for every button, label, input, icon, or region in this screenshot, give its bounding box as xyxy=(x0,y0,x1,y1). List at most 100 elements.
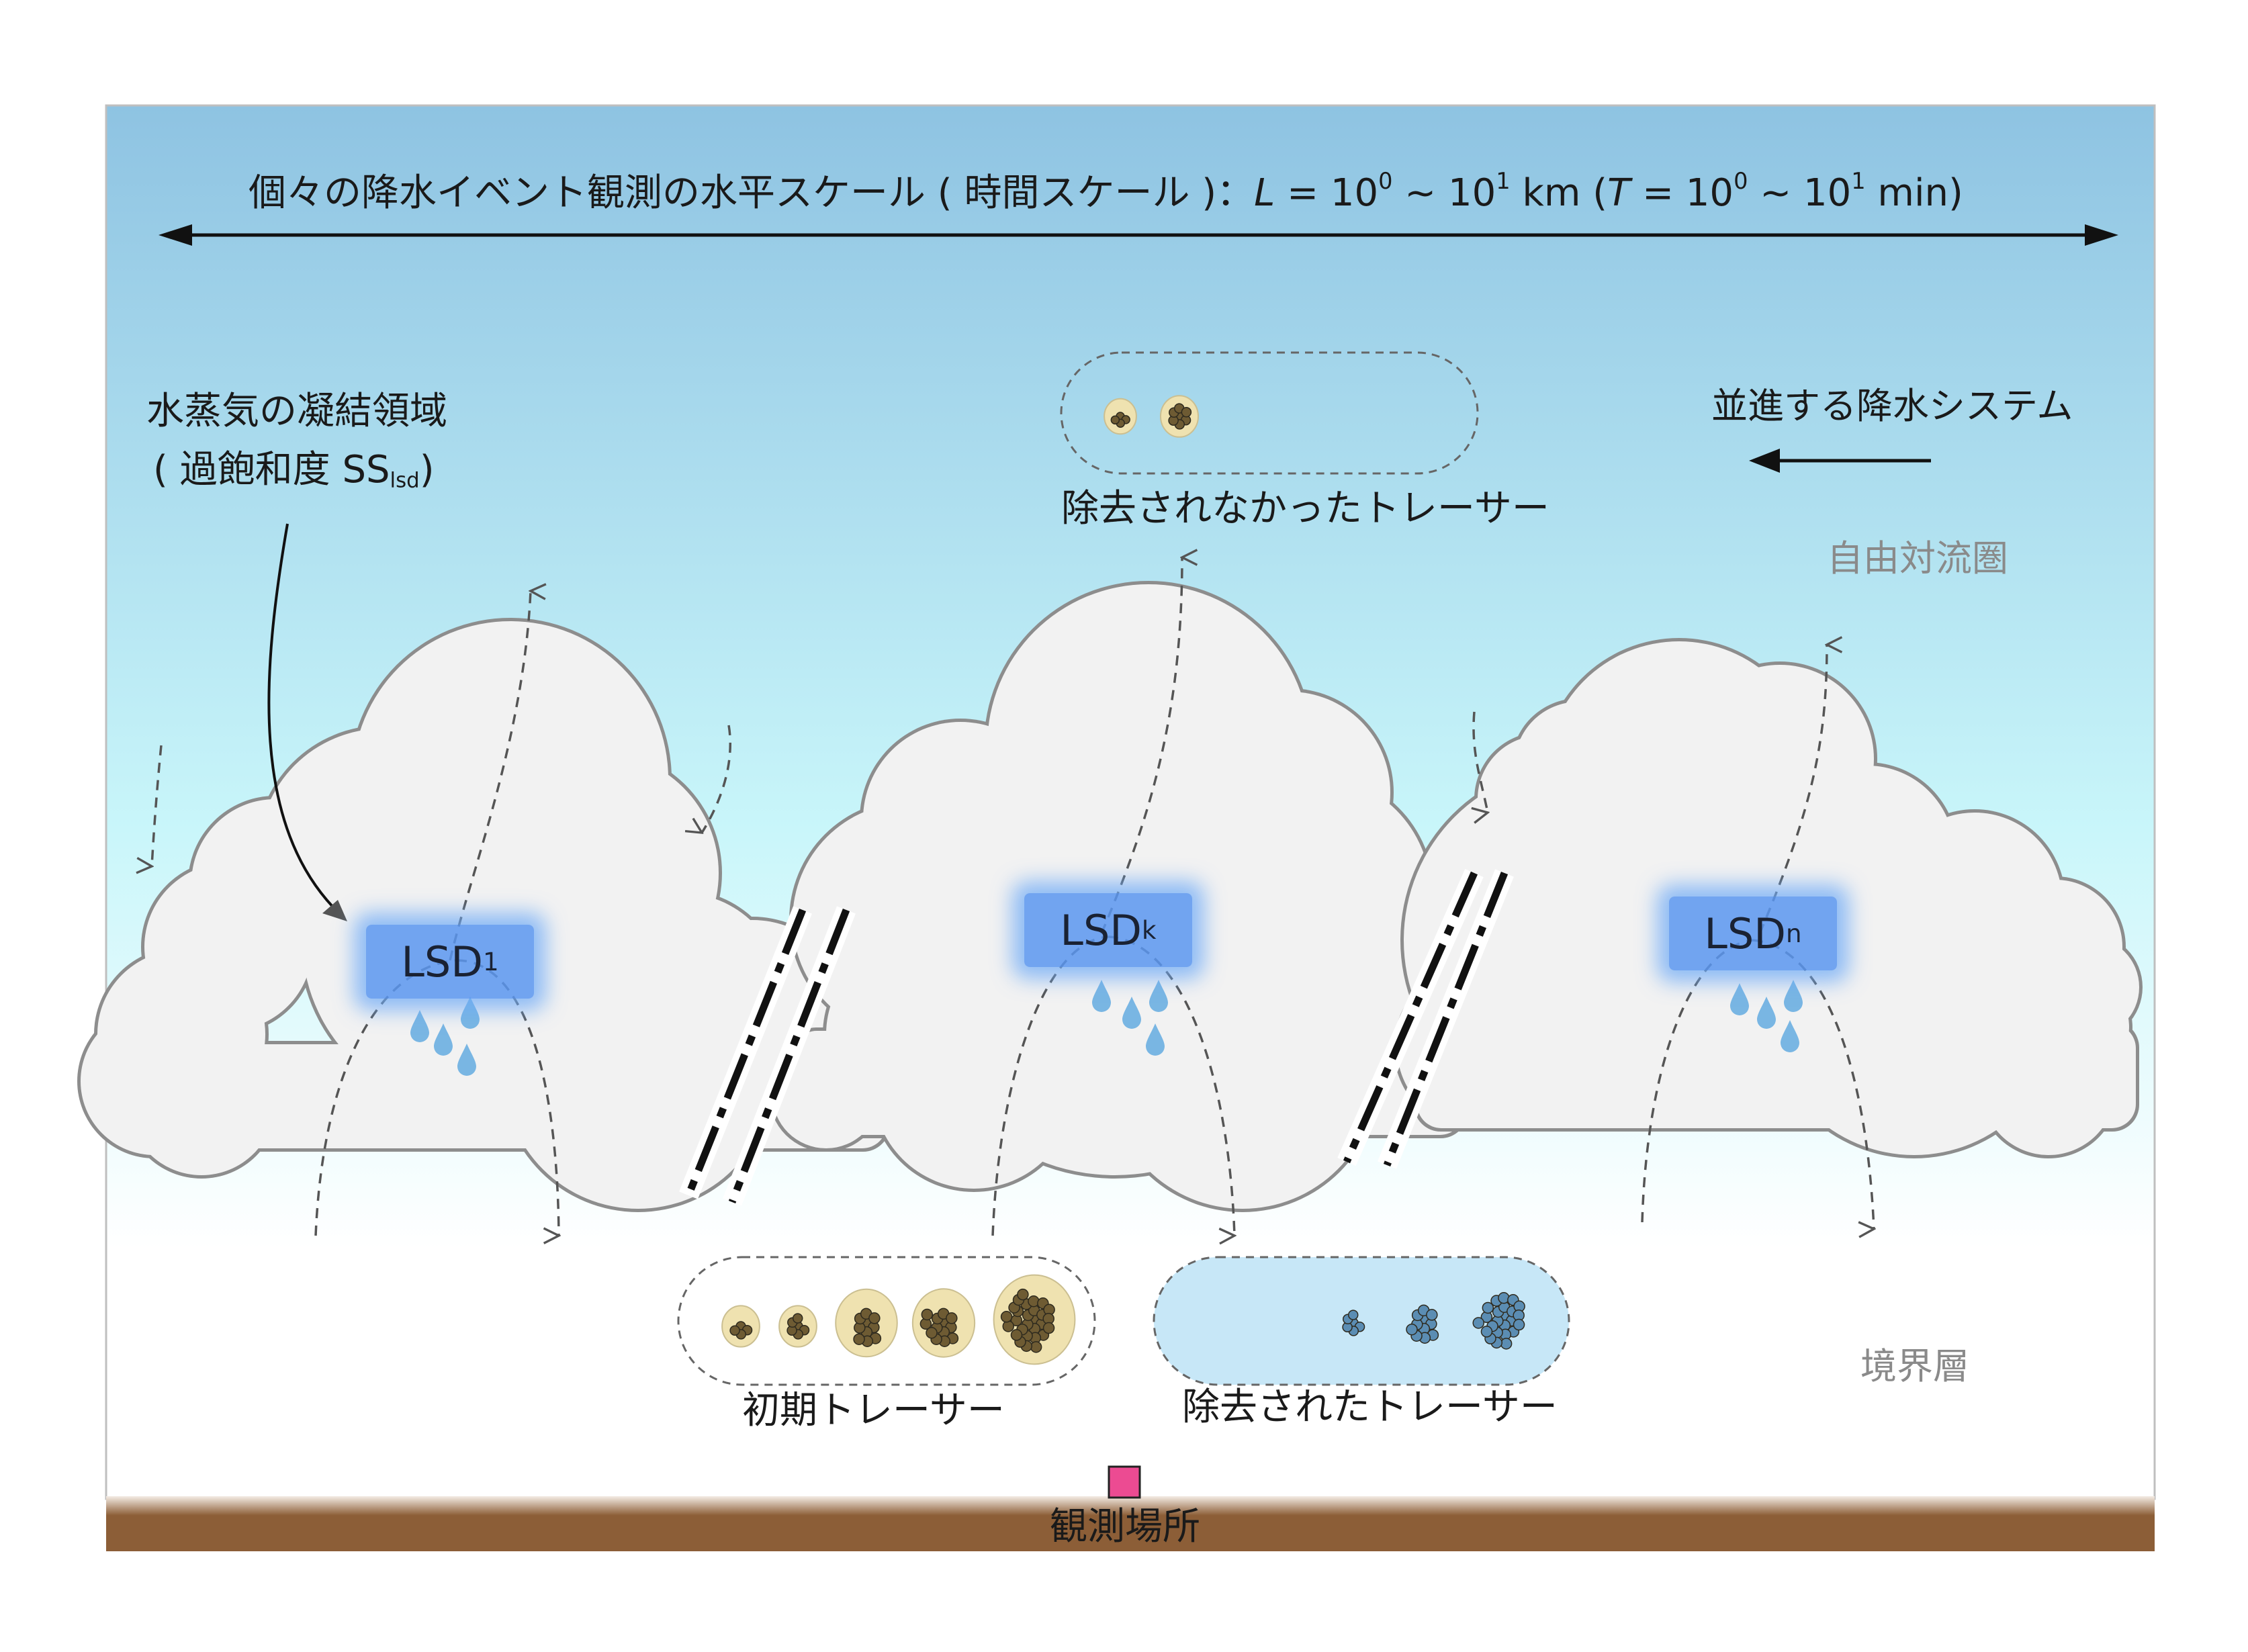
system-motion-label: 並進する降水システム xyxy=(1711,385,2073,427)
cloud-right-base xyxy=(1417,1024,2136,1128)
initial-tracer-3-particle xyxy=(868,1312,881,1324)
scale-sup0b: 0 xyxy=(1734,168,1748,194)
surviving-tracer-medium xyxy=(1159,395,1200,438)
droplet-icon xyxy=(1146,1023,1165,1056)
scale-length-symbol: L xyxy=(1254,171,1275,216)
cloud-middle-base xyxy=(793,1031,1464,1135)
scale-break-line xyxy=(728,908,850,1204)
removed-tracer-3-particle xyxy=(1482,1301,1494,1314)
boundary-layer-label: 境界層 xyxy=(1860,1345,1969,1387)
cloud-middle xyxy=(769,581,1468,1212)
tracer-path xyxy=(1474,711,1488,813)
initial-tracer-label: 初期トレーサー xyxy=(742,1389,1005,1432)
removed-tracer-1-particle xyxy=(1347,1310,1359,1320)
removed-tracer-2-particle xyxy=(1406,1323,1418,1336)
scale-eq1: = 10 xyxy=(1275,171,1379,216)
initial-tracer-5-particle xyxy=(1000,1311,1013,1323)
scale-break-line xyxy=(684,908,807,1197)
tracer-path xyxy=(1100,557,1182,934)
not-removed-tracer-box xyxy=(1060,351,1479,475)
droplet-icon xyxy=(410,1010,429,1042)
removed-tracer-3-particle xyxy=(1480,1326,1493,1338)
droplet-icon xyxy=(1092,980,1111,1012)
initial-tracer-5-particle xyxy=(1042,1322,1055,1334)
droplet-group xyxy=(410,980,1803,1076)
initial-tracer-5-particle xyxy=(1002,1320,1014,1332)
initial-tracer-1 xyxy=(721,1305,760,1348)
removed-tracer-3-particle xyxy=(1513,1318,1525,1331)
condensation-label: 水蒸気の凝結領域 xyxy=(146,389,447,433)
removed-tracer-2 xyxy=(1406,1304,1439,1344)
scale-min: min) xyxy=(1865,171,1963,216)
tracer-path xyxy=(152,745,163,866)
scale-sup1b: 1 xyxy=(1851,168,1866,194)
droplet-icon xyxy=(1122,997,1141,1029)
tracer-path xyxy=(1752,939,1874,1229)
tracer-path xyxy=(991,935,1109,1236)
droplet-icon xyxy=(1730,983,1749,1015)
scale-sup1a: 1 xyxy=(1496,168,1511,194)
scale-break-line xyxy=(1343,871,1478,1164)
lsd-1-base: LSD xyxy=(401,937,483,986)
initial-tracer-3-particle xyxy=(853,1333,865,1345)
observation-site-label: 観測場所 xyxy=(1050,1505,1200,1549)
removed-tracer-3-particle xyxy=(1500,1338,1513,1350)
condensation-pointer-arrow xyxy=(267,523,341,915)
removed-tracer-3-particle xyxy=(1472,1317,1484,1329)
scale-sup0a: 0 xyxy=(1378,168,1393,194)
tracer-path xyxy=(449,591,531,961)
removed-tracer-label: 除去されたトレーサー xyxy=(1182,1385,1558,1429)
initial-tracer-2-particle xyxy=(792,1313,803,1324)
scale-break-line xyxy=(1383,871,1509,1167)
scale-arrowhead-left-icon xyxy=(159,224,192,246)
cloud-left xyxy=(77,618,890,1212)
motion-arrowhead-icon xyxy=(1749,449,1780,473)
initial-tracer-4-particle xyxy=(946,1312,958,1324)
tracer-boxes xyxy=(677,351,1570,1386)
tracer-path xyxy=(1758,645,1827,934)
tracer-path xyxy=(702,725,731,833)
initial-tracer-5 xyxy=(993,1274,1076,1365)
droplet-icon xyxy=(1784,980,1803,1012)
droplet-icon xyxy=(1781,1020,1799,1052)
scale-break-marks xyxy=(679,868,1514,1206)
scale-tilde1: ~ 10 xyxy=(1392,171,1496,216)
initial-tracer-1-particle xyxy=(729,1325,740,1336)
free-troposphere-label: 自由対流圏 xyxy=(1827,537,2008,580)
surviving-tracer-small-particle xyxy=(1110,415,1120,425)
cloud-group xyxy=(77,581,2143,1212)
lsd-n-base: LSD xyxy=(1704,909,1787,958)
cloud-middle-fill xyxy=(772,584,1464,1209)
initial-tracer-box xyxy=(677,1256,1096,1386)
initial-tracer-5-particle xyxy=(1017,1288,1029,1301)
condensation-arrowhead-icon xyxy=(322,900,347,921)
cloud-left-base xyxy=(114,1044,887,1148)
ground-band xyxy=(106,1496,2155,1551)
scale-time-symbol: T xyxy=(1607,171,1631,216)
scale-km: km ( xyxy=(1510,171,1608,216)
lsd-n-sup: n xyxy=(1786,919,1802,948)
droplet-icon xyxy=(1757,997,1776,1029)
removed-tracer-2-particle xyxy=(1426,1309,1438,1321)
supersaturation-subscript: lsd xyxy=(390,468,420,493)
scale-title: 個々の降水イベント観測の水平スケール ( 時間スケール )：L = 100 ~ … xyxy=(249,170,1963,212)
not-removed-tracer-label: 除去されなかったトレーサー xyxy=(1061,487,1549,531)
lsd-k-sup: k xyxy=(1142,915,1157,945)
lsd-k-base: LSD xyxy=(1060,905,1142,955)
initial-tracer-4-particle xyxy=(926,1326,938,1339)
initial-tracer-5-particle xyxy=(1010,1329,1023,1341)
observation-site-marker xyxy=(1108,1465,1141,1499)
surviving-tracer-medium-particle xyxy=(1181,407,1192,418)
scale-title-prefix: 個々の降水イベント観測の水平スケール ( 時間スケール )： xyxy=(249,171,1255,216)
droplet-icon xyxy=(461,997,480,1029)
scale-eq2: = 10 xyxy=(1630,171,1734,216)
lsd-1-sup: 1 xyxy=(482,947,499,976)
removed-tracer-box xyxy=(1153,1256,1570,1386)
scale-tilde2: ~ 10 xyxy=(1748,171,1852,216)
initial-tracer-3 xyxy=(835,1288,898,1358)
surviving-tracer-small xyxy=(1104,398,1137,435)
initial-tracer-4 xyxy=(911,1288,976,1358)
